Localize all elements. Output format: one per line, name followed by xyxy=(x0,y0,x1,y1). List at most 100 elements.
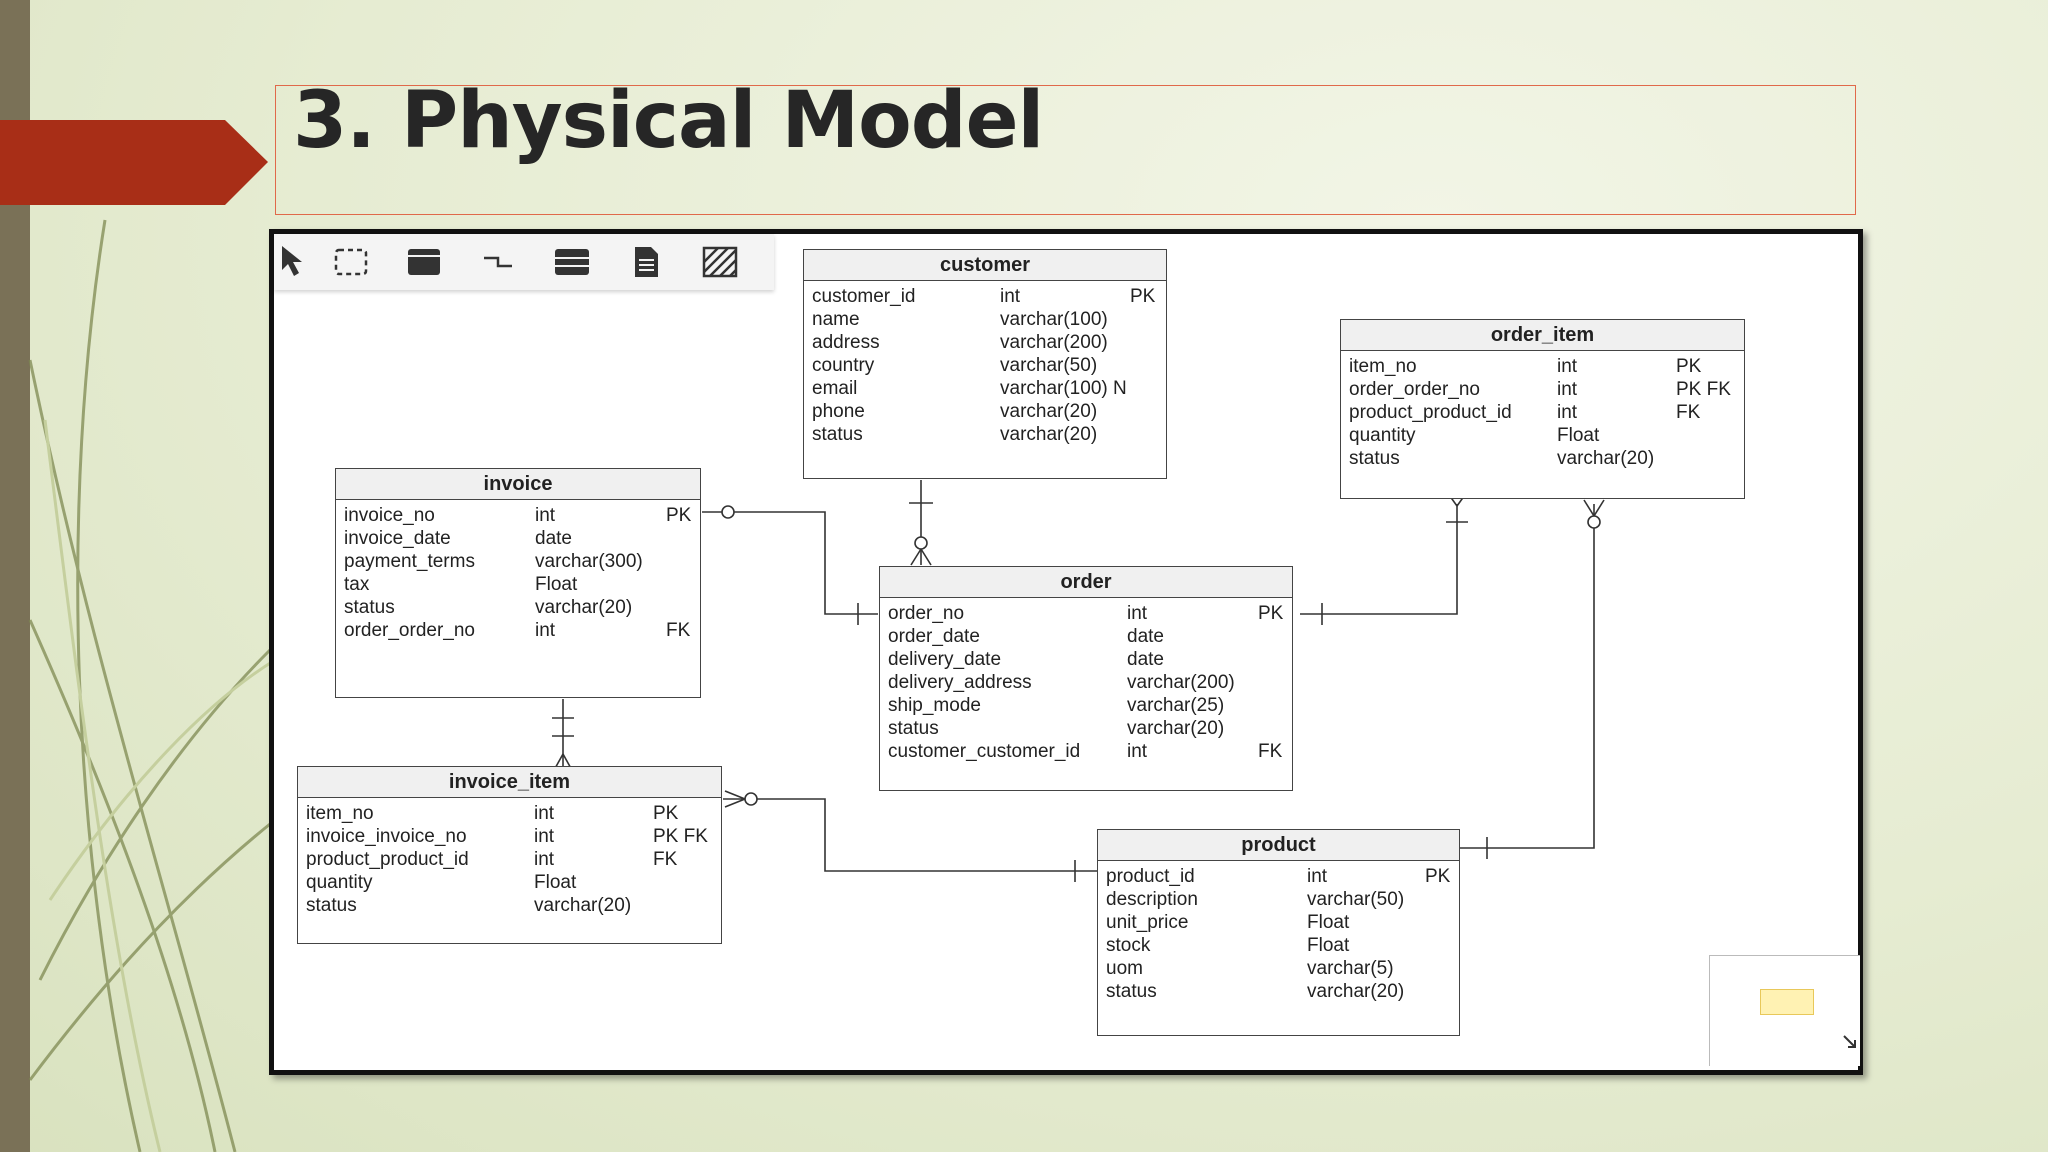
diagram-toolbar xyxy=(274,234,774,290)
column-key xyxy=(1425,980,1459,1003)
column-name: invoice_date xyxy=(344,528,451,549)
entity-title: invoice xyxy=(336,469,700,500)
rel-order-orderitem xyxy=(1300,504,1458,615)
column-key xyxy=(653,894,719,917)
column-name: customer_customer_id xyxy=(888,741,1081,762)
column-row: country varchar(50) xyxy=(812,354,1166,377)
column-type: varchar(50) xyxy=(1000,355,1098,376)
column-name: order_no xyxy=(888,603,965,624)
column-name: status xyxy=(1349,448,1400,469)
column-key xyxy=(666,550,700,573)
column-type: varchar(20) xyxy=(1127,718,1225,739)
column-row: uom varchar(5) xyxy=(1106,957,1459,980)
column-name: item_no xyxy=(306,803,374,824)
column-type: varchar(20) xyxy=(1000,424,1098,445)
column-type: int xyxy=(535,505,556,526)
column-key xyxy=(1676,424,1742,447)
column-type: Float xyxy=(1557,425,1600,446)
note-icon[interactable] xyxy=(624,240,668,284)
column-key xyxy=(1130,423,1166,446)
column-name: product_product_id xyxy=(1349,402,1512,423)
column-type: int xyxy=(1127,603,1148,624)
column-type: int xyxy=(534,803,555,824)
column-type: varchar(5) xyxy=(1307,958,1394,979)
column-key xyxy=(1425,911,1459,934)
table-icon[interactable] xyxy=(550,240,594,284)
relationship-icon[interactable] xyxy=(476,240,520,284)
minimap-viewport[interactable] xyxy=(1760,989,1814,1015)
column-key: PK xyxy=(653,803,679,824)
hatch-icon[interactable] xyxy=(698,240,742,284)
column-key xyxy=(1258,694,1288,717)
column-name: invoice_invoice_no xyxy=(306,826,467,847)
column-key xyxy=(1258,648,1288,671)
column-key: PK xyxy=(666,505,692,526)
minimap-resize-icon[interactable] xyxy=(1842,1034,1858,1050)
column-key xyxy=(1130,308,1166,331)
column-name: country xyxy=(812,355,875,376)
column-key xyxy=(1130,400,1166,423)
minimap[interactable] xyxy=(1709,955,1860,1066)
column-name: uom xyxy=(1106,958,1143,979)
column-type: int xyxy=(534,849,555,870)
column-name: order_order_no xyxy=(344,620,475,641)
column-key xyxy=(1130,377,1166,400)
column-name: customer_id xyxy=(812,286,916,307)
column-key xyxy=(1258,671,1288,694)
column-type: varchar(100) xyxy=(1000,309,1108,330)
column-key xyxy=(1130,331,1166,354)
column-name: delivery_address xyxy=(888,672,1032,693)
column-key: FK xyxy=(666,620,691,641)
column-type: Float xyxy=(1307,935,1350,956)
column-type: varchar(200) xyxy=(1000,332,1108,353)
marquee-select-icon[interactable] xyxy=(328,240,372,284)
column-name: payment_terms xyxy=(344,551,475,572)
column-key xyxy=(1258,625,1288,648)
column-key: PK xyxy=(1676,356,1702,377)
column-key: PK xyxy=(1258,603,1284,624)
entity-title: order xyxy=(880,567,1292,598)
decorative-leaf-lines xyxy=(28,219,276,1152)
rel-product-invoiceitem xyxy=(723,798,1097,872)
entity-icon[interactable] xyxy=(402,240,446,284)
column-name: item_no xyxy=(1349,356,1417,377)
rel-product-orderitem xyxy=(1460,504,1595,849)
column-name: phone xyxy=(812,401,865,422)
column-name: ship_mode xyxy=(888,695,981,716)
column-name: delivery_date xyxy=(888,649,1002,670)
column-type: varchar(50) xyxy=(1307,889,1405,910)
column-key xyxy=(666,573,700,596)
entity-title: order_item xyxy=(1341,320,1744,351)
column-type: int xyxy=(1307,866,1328,887)
pointer-icon[interactable] xyxy=(274,240,318,284)
column-key: FK xyxy=(653,849,678,870)
